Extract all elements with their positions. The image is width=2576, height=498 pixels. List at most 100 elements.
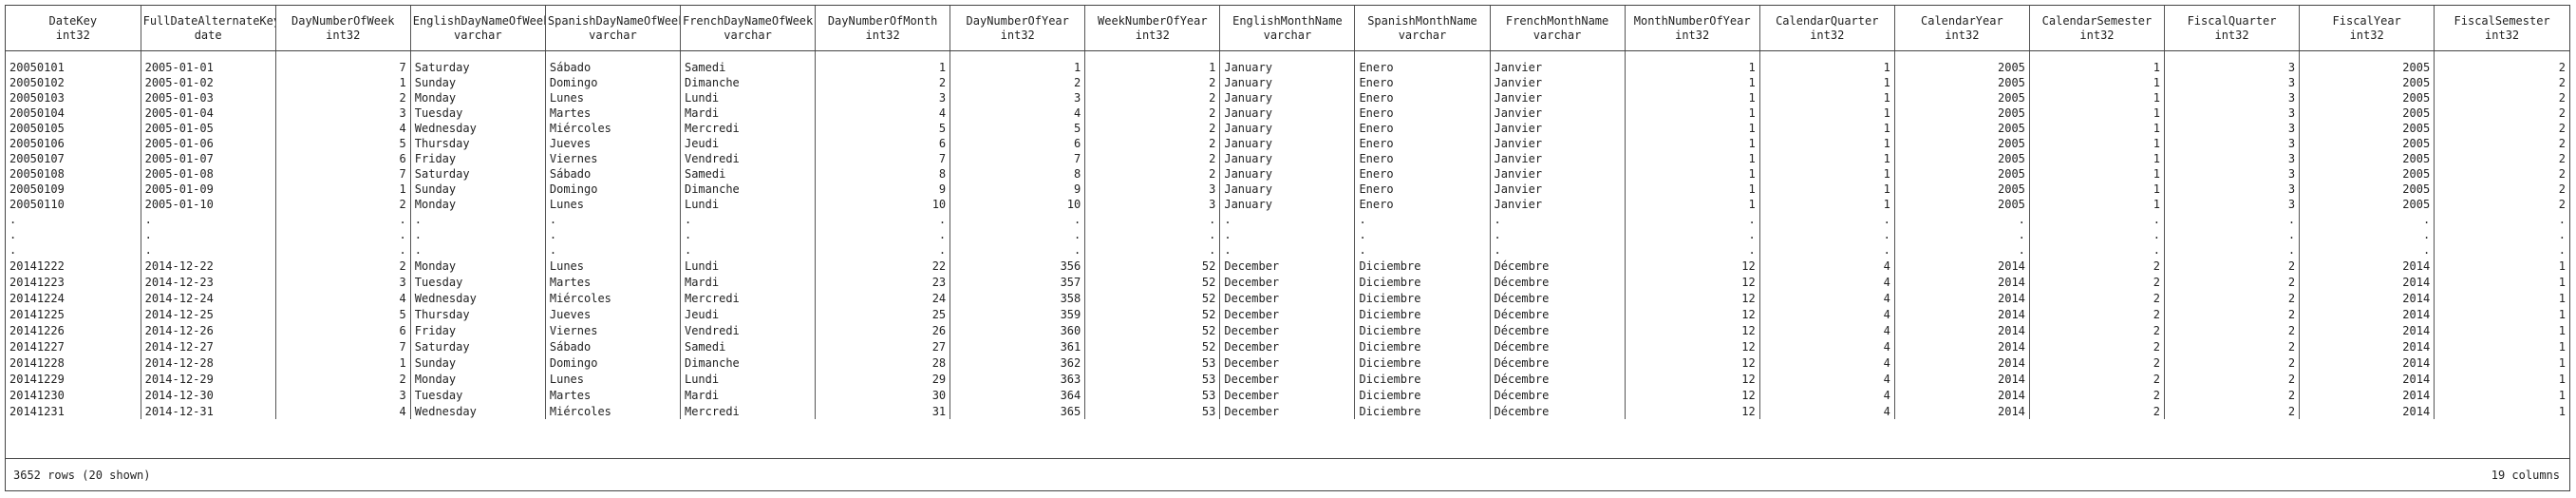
table-cell: Décembre — [1490, 371, 1626, 387]
table-cell: January — [1219, 166, 1356, 182]
ellipsis-cell: . — [2558, 243, 2566, 257]
table-cell: 2014 — [1894, 371, 2030, 387]
ellipsis-cell: . — [1625, 242, 1760, 258]
table-cell: Samedi — [680, 166, 817, 182]
table-cell: 2014-12-31 — [141, 403, 276, 419]
ellipsis-cell: . — [141, 227, 276, 242]
table-cell: 53 — [1084, 371, 1221, 387]
table-cell: 2005 — [1894, 105, 2030, 121]
table-cell: 359 — [950, 306, 1086, 322]
ellipsis-cell: . — [1759, 242, 1895, 258]
table-cell: 20050107 — [6, 151, 141, 166]
table-cell: Martes — [545, 274, 681, 290]
ellipsis-cell: . — [2558, 213, 2566, 226]
table-cell: 20050110 — [6, 197, 141, 212]
table-cell: 2 — [2164, 274, 2301, 290]
table-cell: December — [1219, 258, 1356, 274]
table-cell: December — [1219, 306, 1356, 322]
table-cell: 2 — [2029, 338, 2166, 354]
ellipsis-cell: . — [410, 212, 546, 227]
column-name: FullDateAlternateKey — [142, 14, 276, 28]
table-cell: January — [1219, 197, 1356, 212]
table-cell: 4 — [275, 121, 411, 136]
table-cell: 2 — [2029, 371, 2166, 387]
table-cell: 2014-12-29 — [141, 371, 276, 387]
table-cell: 25 — [815, 306, 951, 322]
table-cell: 1 — [2029, 166, 2166, 182]
table-cell: 2 — [2558, 152, 2566, 165]
table-cell: 2005-01-07 — [141, 151, 276, 166]
table-cell: 5 — [275, 136, 411, 151]
table-cell: 4 — [1759, 258, 1895, 274]
ellipsis-row: ................... — [6, 242, 2569, 258]
table-cell: Sábado — [545, 338, 681, 354]
table-cell: Lundi — [680, 371, 817, 387]
table-cell: 1 — [1625, 151, 1760, 166]
table-cell: 52 — [1084, 274, 1221, 290]
table-cell: 2014 — [1894, 258, 2030, 274]
table-cell: Wednesday — [410, 121, 546, 136]
table-cell: 2005-01-02 — [141, 75, 276, 90]
table-cell: 1 — [2029, 136, 2166, 151]
table-cell: 1 — [2558, 404, 2566, 418]
table-cell: 2 — [2558, 122, 2566, 135]
table-cell: December — [1219, 354, 1356, 371]
table-cell: Sunday — [410, 75, 546, 90]
column-type: int32 — [2485, 29, 2520, 42]
spacer-row — [6, 50, 2569, 60]
table-cell: 2 — [2558, 198, 2566, 211]
table-cell: 2005 — [2299, 121, 2435, 136]
table-cell: 2005 — [2299, 151, 2435, 166]
table-cell: January — [1219, 60, 1356, 75]
table-cell: Dimanche — [680, 75, 817, 90]
table-cell: Enero — [1354, 75, 1491, 90]
table-cell: Miércoles — [545, 290, 681, 306]
ellipsis-cell: . — [275, 242, 411, 258]
table-cell: 2014 — [2299, 403, 2435, 419]
spacer-cell — [2299, 50, 2435, 60]
spacer-cell — [545, 50, 681, 60]
table-cell: 8 — [815, 166, 951, 182]
table-cell: 1 — [2558, 323, 2566, 337]
table-cell: Mercredi — [680, 290, 817, 306]
ellipsis-cell: . — [545, 212, 681, 227]
table-cell: 3 — [2164, 182, 2301, 197]
table-cell: 20141226 — [6, 322, 141, 338]
table-cell: 2 — [2558, 91, 2566, 105]
table-cell: 357 — [950, 274, 1086, 290]
table-cell: 2 — [1084, 121, 1221, 136]
table-cell: Sábado — [545, 60, 681, 75]
spacer-cell — [950, 50, 1086, 60]
table-cell: 2005-01-04 — [141, 105, 276, 121]
table-cell: Lunes — [545, 90, 681, 105]
table-cell: 2 — [2029, 403, 2166, 419]
table-cell: 1 — [1625, 60, 1760, 75]
spacer-cell — [1084, 50, 1221, 60]
table-cell: 365 — [950, 403, 1086, 419]
table-cell: 53 — [1084, 387, 1221, 403]
table-cell: 4 — [1759, 322, 1895, 338]
column-type: int32 — [2079, 29, 2115, 42]
table-cell: 1 — [2029, 105, 2166, 121]
table-cell: 3 — [2164, 136, 2301, 151]
ellipsis-cell: . — [1490, 227, 1626, 242]
table-cell: 2005-01-05 — [141, 121, 276, 136]
table-cell: 2005 — [1894, 136, 2030, 151]
table-cell: 4 — [1759, 290, 1895, 306]
table-cell: Saturday — [410, 166, 546, 182]
table-cell: 3 — [815, 90, 951, 105]
table-cell: Enero — [1354, 151, 1491, 166]
table-cell: 2014-12-24 — [141, 290, 276, 306]
table-cell: 360 — [950, 322, 1086, 338]
table-cell: 2005 — [2299, 75, 2435, 90]
